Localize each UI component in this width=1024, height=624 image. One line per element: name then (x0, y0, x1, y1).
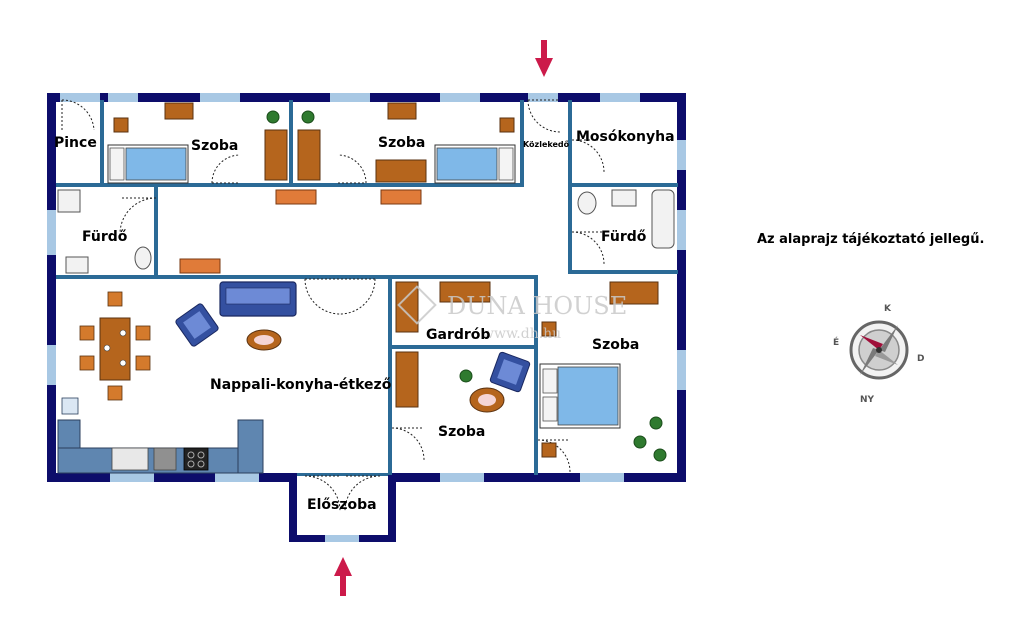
plate (119, 359, 127, 367)
room-label-szoba-4: Szoba (592, 337, 639, 353)
room-label-szoba-1: Szoba (191, 138, 238, 154)
stove (183, 447, 209, 471)
compass-icon (849, 320, 909, 380)
plant (653, 448, 667, 462)
toilet (577, 191, 597, 215)
kitchen-counter (237, 419, 264, 474)
room-label-nappali: Nappali-konyha-étkező (210, 377, 392, 393)
watermark: DUNA HOUSE www.dh.hu (397, 285, 627, 342)
room-label-kozlekedo: Közlekedő (523, 140, 570, 149)
room-label-mosokonyha: Mosókonyha (576, 129, 675, 145)
coffee-table-top (478, 394, 496, 406)
watermark-brand: DUNA HOUSE (447, 292, 627, 320)
wardrobe (395, 351, 419, 408)
washbasin (611, 189, 637, 207)
plant (266, 110, 280, 124)
interior-walls (56, 100, 678, 476)
plate (119, 329, 127, 337)
dishwasher (153, 447, 177, 471)
plant (633, 435, 647, 449)
room-label-furdo-2: Fürdő (601, 229, 647, 245)
shelf (439, 281, 491, 303)
nightstand (541, 442, 557, 458)
table (375, 159, 427, 183)
disclaimer-text: Az alaprajz tájékoztató jellegű. (757, 232, 985, 247)
bench (380, 189, 422, 205)
room-label-szoba-2: Szoba (378, 135, 425, 151)
armchair (175, 303, 219, 347)
room-label-pince: Pince (54, 135, 97, 151)
room-label-gardrob: Gardrób (426, 327, 490, 343)
compass-labels: K D É NY (833, 304, 924, 405)
furniture (57, 102, 675, 474)
shower (57, 189, 81, 213)
windows (47, 93, 686, 542)
entrance-arrow-icon (334, 557, 352, 596)
plant (649, 416, 663, 430)
bed (539, 363, 621, 429)
bench (179, 258, 221, 274)
nightstand (541, 321, 557, 337)
compass-label-west: É (833, 336, 839, 348)
armchair (489, 351, 531, 393)
room-label-furdo-1: Fürdő (82, 229, 128, 245)
sink (111, 447, 149, 471)
bench (275, 189, 317, 205)
coffee-table-top (254, 335, 274, 345)
fridge (61, 397, 79, 415)
stove-burners (187, 451, 205, 468)
doors (61, 99, 605, 512)
bed (434, 144, 516, 184)
nightstand (113, 117, 129, 133)
nightstand (499, 117, 515, 133)
dining-chairs (79, 291, 151, 401)
bed (107, 144, 189, 184)
room-label-szoba-3: Szoba (438, 424, 485, 440)
desk (387, 102, 417, 120)
compass-label-south: NY (860, 395, 875, 405)
desk (609, 281, 659, 305)
bathtub (651, 189, 675, 249)
desk (164, 102, 194, 120)
outer-walls (47, 93, 686, 542)
plate (103, 344, 111, 352)
plant (301, 110, 315, 124)
wardrobe (264, 129, 288, 181)
compass-label-north: K (884, 304, 892, 314)
watermark-url: www.dh.hu (482, 326, 561, 342)
wardrobe (297, 129, 321, 181)
washbasin (65, 256, 89, 274)
compass-label-east: D (917, 354, 924, 364)
sofa-cushion (225, 287, 291, 305)
room-labels: Pince Szoba Szoba Közlekedő Mosókonyha F… (54, 129, 675, 513)
toilet (134, 246, 152, 270)
entrance-arrow-icon (535, 40, 553, 77)
plant (459, 369, 473, 383)
room-label-eloszoba: Előszoba (307, 497, 377, 513)
